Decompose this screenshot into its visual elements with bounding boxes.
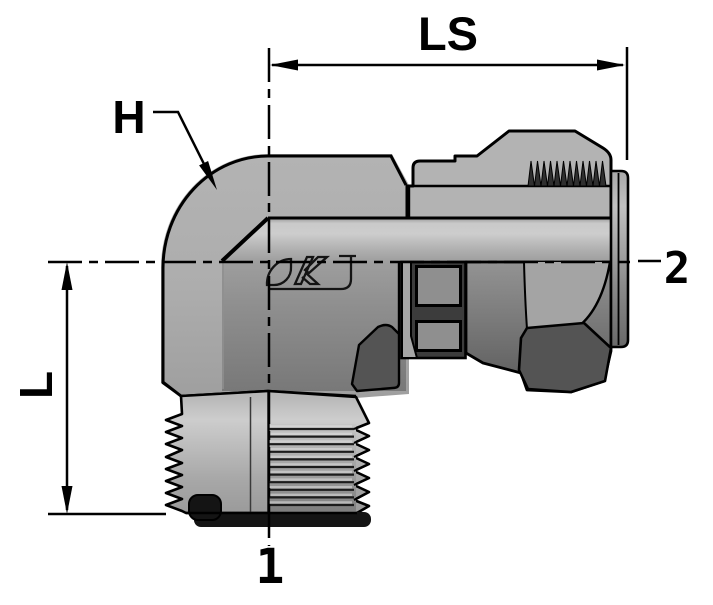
dimension-ls: LS xyxy=(270,7,629,160)
label-h: H xyxy=(112,91,217,190)
stud-bottom-face xyxy=(194,512,371,527)
arrowhead-left xyxy=(270,59,298,71)
arrowhead-right xyxy=(597,59,625,71)
arrowhead-down xyxy=(61,486,73,514)
arrowhead-up xyxy=(61,262,73,290)
port-label-2: 2 xyxy=(664,243,691,294)
nut-hex-facet xyxy=(517,321,613,394)
centerlines xyxy=(48,48,661,546)
male-stud xyxy=(161,381,371,527)
washer-lower xyxy=(415,320,462,352)
dimension-l: L xyxy=(10,262,166,516)
h-leader-line xyxy=(153,110,212,177)
swivel-nut-top xyxy=(405,129,613,220)
dim-l-label: L xyxy=(10,371,62,399)
nut-thread-hatch xyxy=(527,160,607,187)
body-hex-facet xyxy=(350,323,401,393)
hex-label: H xyxy=(112,91,145,143)
swivel-nut xyxy=(464,260,613,394)
port2-end-cap xyxy=(609,169,630,349)
elbow-chamfer-edge xyxy=(220,216,270,263)
lock-washer-stack xyxy=(400,260,467,360)
o-ring xyxy=(188,494,222,521)
washer-upper xyxy=(415,265,462,307)
dim-ls-label: LS xyxy=(418,7,478,60)
h-leader-arrowhead xyxy=(199,161,217,190)
port-label-1: 1 xyxy=(256,539,285,595)
